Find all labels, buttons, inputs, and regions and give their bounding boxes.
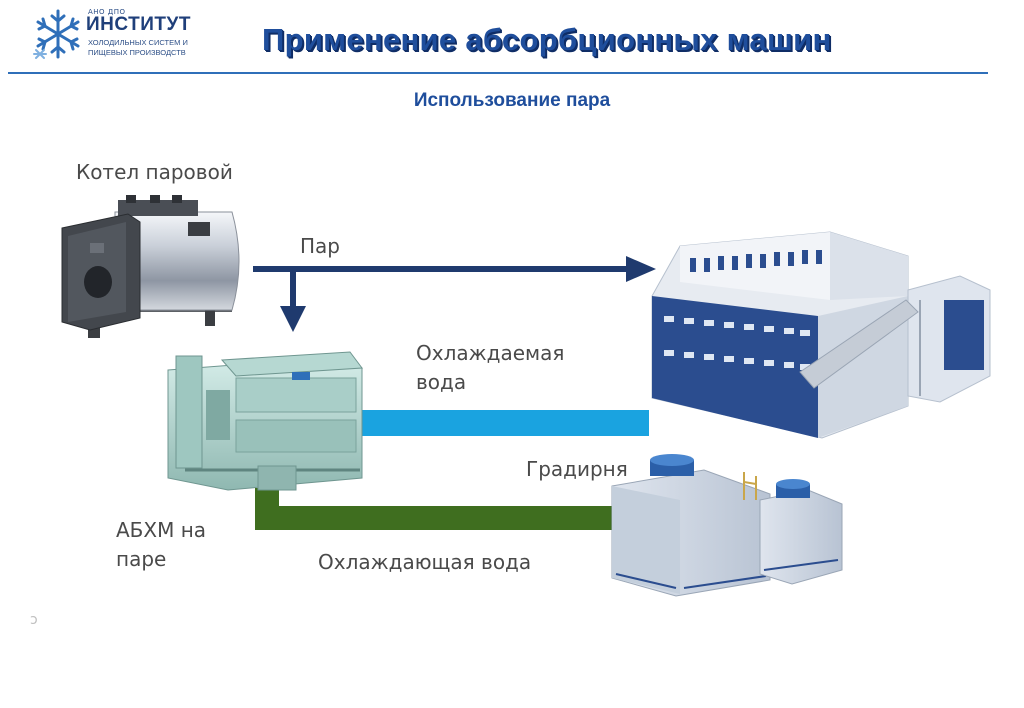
industrial-building-icon — [651, 231, 991, 439]
label-cooling-tower: Градирня — [526, 457, 628, 481]
label-steam: Пар — [300, 234, 340, 258]
steam-line — [253, 256, 656, 332]
page-title: Применение абсорбционных машин — [262, 22, 832, 57]
chilled-water-line — [355, 410, 649, 436]
cooling-water-line — [255, 488, 617, 530]
label-absorption-chiller-line-1: АБХМ на — [116, 518, 207, 542]
label-steam-boiler: Котел паровой — [76, 160, 233, 184]
snowflake-logo-icon — [33, 9, 80, 59]
cooling-tower-icon — [611, 454, 843, 597]
logo-subtitle-line-2: ПИЩЕВЫХ ПРОИЗВОДСТВ — [88, 48, 186, 57]
institute-logo: АНО ДПО ИНСТИТУТ ХОЛОДИЛЬНЫХ СИСТЕМ И ПИ… — [30, 6, 230, 62]
edge-mark: ɔ — [30, 612, 38, 628]
slide-subtitle: Использование пара — [413, 90, 611, 111]
steam-boiler-icon — [61, 195, 240, 338]
label-cooling-water: Охлаждающая вода — [318, 550, 532, 574]
label-absorption-chiller-line-2: паре — [116, 547, 167, 571]
logo-small-text: АНО ДПО — [88, 8, 126, 16]
label-chilled-water-line-1: Охлаждаемая — [416, 341, 565, 365]
header: АНО ДПО ИНСТИТУТ ХОЛОДИЛЬНЫХ СИСТЕМ И ПИ… — [0, 0, 1024, 76]
header-divider — [8, 72, 988, 74]
logo-subtitle-line-1: ХОЛОДИЛЬНЫХ СИСТЕМ И — [88, 38, 188, 47]
label-chilled-water-line-2: вода — [416, 370, 467, 394]
logo-main-text: ИНСТИТУТ — [86, 14, 191, 35]
absorption-chiller-icon — [167, 351, 363, 491]
